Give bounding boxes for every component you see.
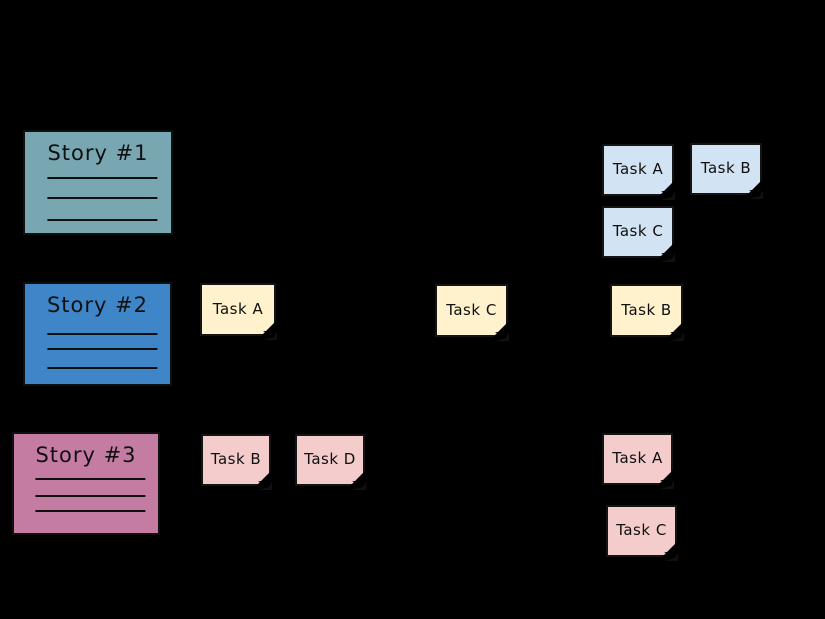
story-card-1: Story #1 [23, 130, 173, 235]
folded-corner-icon [256, 471, 272, 490]
sticky-note-label: Task C [612, 222, 664, 240]
folded-corner-icon [658, 470, 674, 489]
sticky-note-pink-task-d: Task D [295, 434, 366, 490]
sticky-note-label: Task B [621, 300, 672, 319]
sticky-note-label: Task A [612, 449, 663, 467]
folded-corner-icon [668, 322, 684, 341]
sticky-note-label: Task B [700, 159, 752, 177]
sticky-note-label: Task D [304, 450, 356, 468]
sticky-note-yellow-task-b: Task B [610, 284, 684, 341]
story-card-title: Story #3 [35, 443, 137, 467]
folded-corner-icon [659, 181, 675, 200]
story-card-title: Story #2 [46, 293, 149, 317]
story-text-line [35, 478, 146, 480]
sticky-note-pink-task-c: Task C [606, 505, 678, 561]
story-card-title: Story #1 [47, 141, 149, 165]
sticky-note-yellow-task-a: Task A [200, 283, 277, 340]
sticky-note-blue-task-a: Task A [602, 144, 675, 200]
story-card-2: Story #2 [23, 282, 172, 386]
folded-corner-icon [662, 542, 678, 561]
folded-corner-icon [493, 322, 509, 341]
story-text-line [47, 197, 158, 199]
sticky-note-label: Task C [446, 300, 497, 319]
folded-corner-icon [747, 180, 763, 199]
story-card-3: Story #3 [12, 432, 160, 535]
folded-corner-icon [261, 321, 277, 340]
sticky-note-label: Task C [616, 521, 667, 539]
sticky-note-pink-task-b: Task B [201, 434, 272, 490]
folded-corner-icon [350, 471, 366, 490]
sticky-note-pink-task-a: Task A [602, 433, 674, 489]
sticky-note-label: Task A [612, 160, 664, 178]
sticky-note-label: Task A [212, 299, 264, 318]
sticky-note-label: Task B [210, 450, 262, 468]
story-text-line [47, 219, 158, 221]
story-text-line [47, 177, 158, 179]
story-text-line [46, 348, 157, 350]
sticky-note-blue-task-c: Task C [602, 206, 675, 262]
folded-corner-icon [659, 243, 675, 262]
sticky-note-blue-task-b: Task B [690, 143, 763, 199]
story-text-line [46, 333, 157, 335]
story-text-line [35, 495, 146, 497]
story-text-line [46, 367, 157, 369]
sticky-note-yellow-task-c: Task C [435, 284, 509, 341]
story-text-line [35, 510, 146, 512]
